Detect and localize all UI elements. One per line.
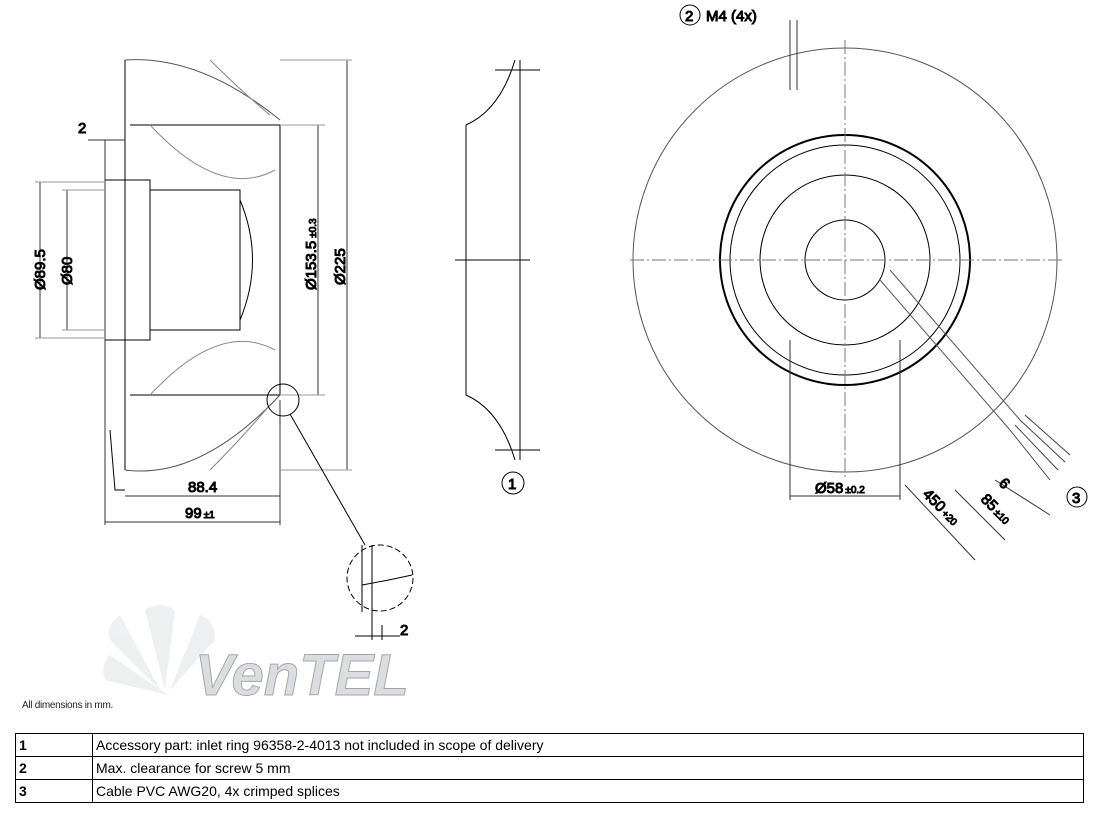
svg-text:88.4: 88.4 [188,479,217,496]
svg-text:2: 2 [685,8,693,25]
svg-text:85±10: 85±10 [977,491,1014,528]
legend-text: Accessory part: inlet ring 96358-2-4013 … [92,733,1084,757]
svg-text:VenTEL: VenTEL [195,643,409,708]
detail-view: 2 [346,544,414,640]
svg-text:Ø80: Ø80 [59,257,76,285]
svg-text:3: 3 [1072,490,1080,507]
side-view: 2 Ø89.5 Ø80 Ø153.5±0.3 Ø225 88.4 99±1 [32,59,366,546]
svg-text:Ø225: Ø225 [332,248,349,285]
technical-drawing: VenTEL 2 Ø89.5 Ø80 Ø153.5±0.3 Ø225 88.4 … [32,4,1088,709]
legend-num: 3 [15,779,93,803]
ventel-watermark: VenTEL [103,605,409,709]
svg-text:1: 1 [508,476,516,493]
svg-text:Ø89.5: Ø89.5 [32,249,49,290]
callout-1 [501,471,525,495]
svg-text:2: 2 [78,120,86,137]
legend-num: 2 [15,756,93,780]
legend-num: 1 [15,733,93,757]
svg-text:2: 2 [400,622,408,639]
svg-text:M4 (4x): M4 (4x) [706,8,757,25]
inlet-ring-view: 1 [455,59,540,495]
legend-text: Max. clearance for screw 5 mm [92,756,1084,780]
svg-text:Ø153.5±0.3: Ø153.5±0.3 [303,218,320,290]
svg-text:99±1: 99±1 [185,505,215,522]
front-view: 2 M4 (4x) Ø58±0.2 3 450+20 85±10 6 [630,4,1088,561]
legend-text: Cable PVC AWG20, 4x crimped splices [92,779,1084,803]
svg-text:Ø58±0.2: Ø58±0.2 [815,480,865,497]
units-note: All dimensions in mm. [22,700,113,711]
